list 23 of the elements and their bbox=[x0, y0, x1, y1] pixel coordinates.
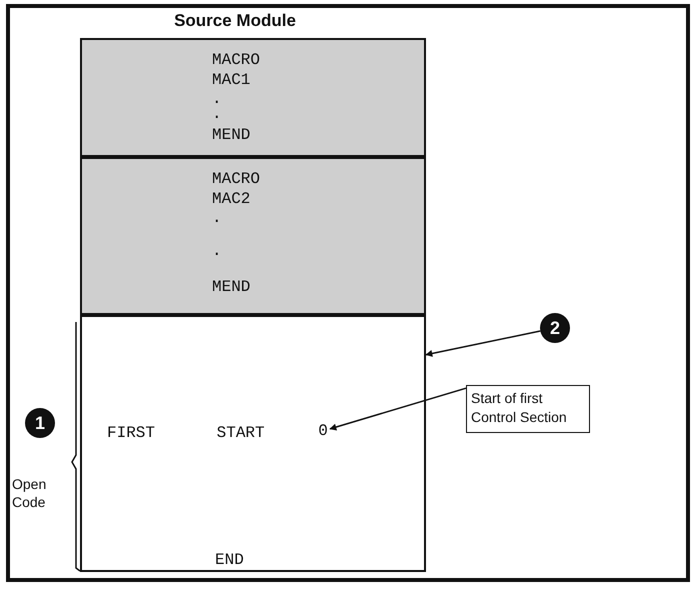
callout-number: 2 bbox=[540, 313, 570, 343]
code-line: . bbox=[212, 243, 222, 259]
code-line: . bbox=[212, 210, 222, 226]
section-label: Open Code bbox=[12, 475, 48, 512]
macro-definition-box bbox=[80, 38, 426, 157]
callout-number: 1 bbox=[25, 408, 55, 438]
macro-definition-box bbox=[80, 157, 426, 315]
code-line: MEND bbox=[212, 279, 250, 295]
code-line: MAC1 bbox=[212, 72, 250, 88]
code-line: FIRST START bbox=[107, 425, 265, 441]
open-code-box bbox=[80, 315, 426, 572]
code-line: MACRO bbox=[212, 52, 260, 68]
code-line: MEND bbox=[212, 127, 250, 143]
code-line: END bbox=[215, 552, 244, 568]
callout-note: Start of first Control Section bbox=[466, 385, 590, 433]
code-line: . bbox=[212, 106, 222, 122]
code-line: MAC2 bbox=[212, 191, 250, 207]
code-line: MACRO bbox=[212, 171, 260, 187]
leader-arrow bbox=[329, 387, 466, 430]
diagram-title: Source Module bbox=[173, 12, 297, 29]
code-value: 0 bbox=[316, 421, 330, 441]
leader-arrow bbox=[425, 330, 540, 357]
code-line: . bbox=[212, 91, 222, 107]
